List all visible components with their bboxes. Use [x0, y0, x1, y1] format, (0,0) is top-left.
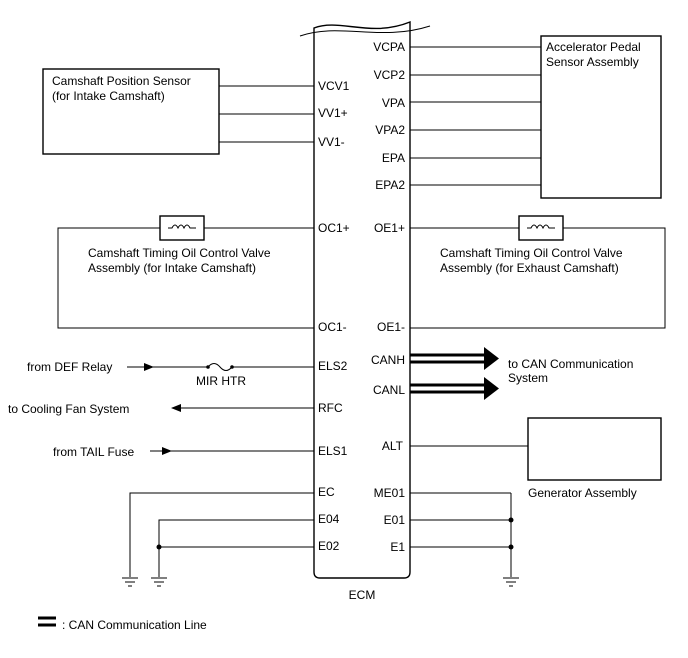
- wire-e04: [158, 519, 314, 577]
- pin-canl: CANL: [373, 383, 405, 397]
- def-relay-label: from DEF Relay: [27, 360, 112, 374]
- ocv-exhaust-label-1: Camshaft Timing Oil Control Valve: [440, 246, 623, 260]
- junction-e02: [156, 544, 162, 550]
- ocv-intake-label-1: Camshaft Timing Oil Control Valve: [88, 246, 271, 260]
- ground-icon-e04: [151, 577, 167, 587]
- mir-htr-label: MIR HTR: [196, 374, 246, 388]
- ecm-break-line: [299, 25, 431, 37]
- canl-arrow-icon: [484, 377, 499, 400]
- ocv-exhaust-solenoid: [518, 215, 564, 241]
- pin-oe1-plus: OE1+: [374, 221, 405, 235]
- can-line-legend-label: : CAN Communication Line: [62, 618, 207, 632]
- canh-arrow-icon: [484, 347, 499, 370]
- mir-htr-fuse-icon: [207, 363, 233, 371]
- pin-vpa2: VPA2: [375, 123, 405, 137]
- ocv-intake-solenoid: [159, 215, 205, 241]
- ground-icon-ec: [122, 577, 138, 587]
- pin-rfc: RFC: [318, 401, 343, 415]
- pin-me01: ME01: [374, 486, 406, 500]
- ecm-body: [313, 20, 411, 579]
- pin-ec: EC: [318, 485, 335, 499]
- ocv-intake-coil-icon: [168, 224, 196, 230]
- pin-oe1-minus: OE1-: [377, 320, 405, 334]
- pin-canh: CANH: [371, 353, 405, 367]
- wire-ec: [129, 492, 314, 577]
- pin-vv1-plus: VV1+: [318, 106, 348, 120]
- ground-icon-right: [503, 577, 519, 587]
- pin-e02: E02: [318, 539, 340, 553]
- pin-epa: EPA: [382, 151, 405, 165]
- cam-position-sensor-box: [42, 68, 220, 155]
- pin-els1: ELS1: [318, 444, 348, 458]
- pin-e01: E01: [384, 513, 406, 527]
- cooling-fan-label: to Cooling Fan System: [8, 402, 129, 416]
- fuse-terminal-left: [206, 365, 210, 369]
- pin-e04: E04: [318, 512, 340, 526]
- generator-box: [527, 417, 662, 481]
- pin-oc1-minus: OC1-: [318, 320, 347, 334]
- ocv-exhaust-coil-icon: [527, 224, 555, 230]
- can-line-legend-icon: [38, 616, 56, 627]
- accel-pedal-sensor-box: [540, 35, 662, 199]
- pin-vv1-minus: VV1-: [318, 135, 345, 149]
- ocv-intake-label-2: Assembly (for Intake Camshaft): [88, 261, 256, 275]
- accel-sensor-label-2: Sensor Assembly: [546, 55, 639, 69]
- pin-vcv1: VCV1: [318, 79, 350, 93]
- cam-sensor-label-2: (for Intake Camshaft): [52, 89, 165, 103]
- pin-epa2: EPA2: [375, 178, 405, 192]
- ecm-label: ECM: [349, 588, 376, 602]
- pin-els2: ELS2: [318, 359, 348, 373]
- pin-oc1-plus: OC1+: [318, 221, 350, 235]
- junction-e1: [508, 544, 514, 550]
- wire-oe1-loop: [410, 227, 666, 329]
- pin-e1: E1: [390, 540, 405, 554]
- pin-vpa: VPA: [382, 96, 405, 110]
- ocv-exhaust-label-2: Assembly (for Exhaust Camshaft): [440, 261, 619, 275]
- junction-e01: [508, 517, 514, 523]
- pin-vcpa: VCPA: [373, 40, 405, 54]
- tail-fuse-label: from TAIL Fuse: [53, 445, 134, 459]
- can-comm-label-2: System: [508, 371, 548, 385]
- pin-alt: ALT: [382, 439, 404, 453]
- cam-sensor-label-1: Camshaft Position Sensor: [52, 74, 191, 88]
- accel-sensor-label-1: Accelerator Pedal: [546, 40, 641, 54]
- wire-oc1-loop: [57, 227, 314, 329]
- generator-label: Generator Assembly: [528, 486, 637, 500]
- pin-vcp2: VCP2: [374, 68, 406, 82]
- can-comm-label-1: to CAN Communication: [508, 357, 633, 371]
